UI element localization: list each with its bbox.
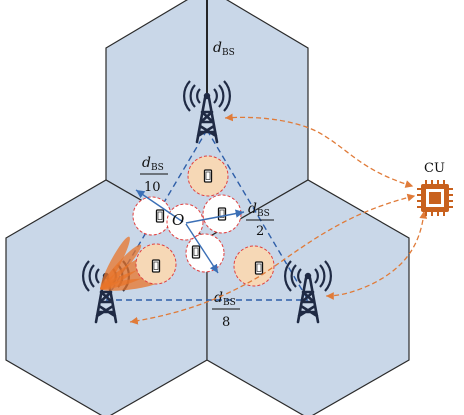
user-phone-icon xyxy=(254,261,264,275)
svg-text:dBS: dBS xyxy=(142,155,164,173)
cu-label: CU xyxy=(424,161,445,176)
ue-zone-1 xyxy=(132,196,172,236)
user-phone-icon xyxy=(203,169,213,183)
origin-label: O xyxy=(172,211,184,229)
user-phone-icon xyxy=(191,245,201,259)
user-phone-icon xyxy=(217,207,227,221)
ue-zone-6 xyxy=(233,245,275,287)
cpu-chip-icon xyxy=(417,180,453,216)
svg-text:8: 8 xyxy=(222,315,230,330)
svg-text:2: 2 xyxy=(256,224,264,239)
frac-d10: dBS 10 xyxy=(140,155,168,195)
cu-link-top xyxy=(224,113,414,188)
dbs-label: dBS xyxy=(213,40,235,58)
user-phone-icon xyxy=(151,259,161,273)
user-phone-icon xyxy=(155,209,165,223)
svg-text:10: 10 xyxy=(144,180,161,195)
cu-link-right xyxy=(325,210,428,300)
